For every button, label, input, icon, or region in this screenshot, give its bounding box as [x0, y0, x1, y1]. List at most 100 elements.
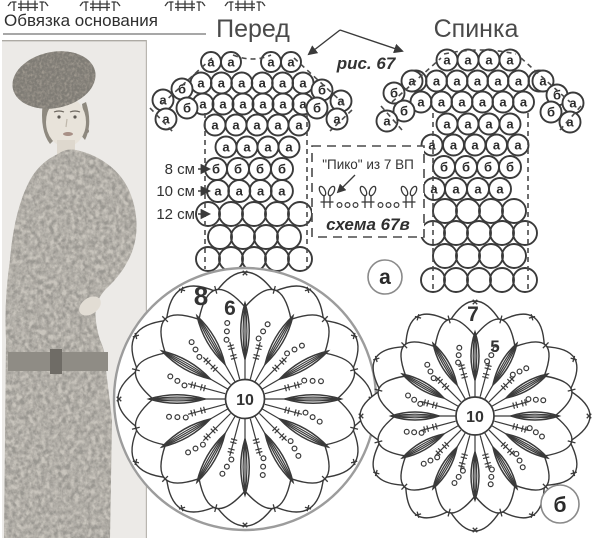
petal-inner-line	[505, 433, 549, 459]
chain-stitch	[513, 450, 520, 457]
scheme-cell-circle	[264, 246, 290, 272]
scheme-cell-circle	[501, 243, 527, 269]
scheme-cell-letter: а	[257, 184, 265, 199]
picot-loop	[327, 185, 336, 197]
figure-ref-arrows	[307, 29, 404, 56]
scheme-cell-circle	[489, 220, 515, 246]
chain-stitch	[403, 428, 410, 435]
dc-tick	[256, 450, 263, 454]
edging-glyph-stroke	[164, 1, 169, 7]
chain-stitch	[459, 467, 466, 474]
scheme-cell-letter: а	[239, 97, 247, 112]
dc-tick	[205, 433, 211, 439]
chain-stitch	[196, 353, 203, 360]
scheme-sleeve-letter: б	[313, 101, 321, 116]
motif-spoke	[420, 420, 456, 432]
motif-outer-scallop	[323, 427, 359, 479]
scheme-sleeve-circle	[154, 107, 178, 131]
chain-stitch	[219, 470, 226, 477]
figure-ref-label: рис. 67	[336, 54, 397, 73]
petal-inner-line	[401, 373, 445, 399]
edging-glyph-stroke	[44, 1, 49, 7]
scheme-cell-letter: а	[493, 138, 501, 153]
chain-stitch	[291, 346, 298, 353]
scheme-cell-letter: а	[496, 182, 504, 197]
petal-stem	[443, 424, 459, 435]
eyebrow-left	[53, 110, 65, 113]
petal-stem	[491, 424, 507, 435]
face	[46, 97, 86, 147]
motif-center-ring	[455, 396, 495, 436]
dc-tick	[210, 428, 216, 434]
petal-stem	[224, 364, 236, 383]
scheme-cell-letter: а	[520, 95, 528, 110]
sc-mark	[306, 286, 310, 294]
motif-outer-scallop	[131, 427, 167, 479]
dc-tick	[296, 381, 300, 388]
scheme-cell-letter: а	[287, 55, 295, 70]
chain-stitch	[405, 392, 412, 399]
dc-tick	[279, 359, 285, 365]
dc-tick	[484, 461, 491, 465]
petal-inner-line	[432, 446, 458, 490]
dc-tick	[520, 425, 524, 432]
scheme-cell-letter: а	[274, 118, 282, 133]
motif-spoke	[479, 361, 491, 397]
chain-stitch	[484, 358, 491, 365]
motif-spoke	[494, 420, 530, 432]
scheme-cell-circle	[512, 220, 538, 246]
dc-tick	[482, 372, 490, 376]
scheme-cell-letter: а	[285, 140, 293, 155]
scheme-cell-letter: а	[433, 74, 441, 89]
motif-spoke	[434, 375, 462, 403]
chain-stitch	[264, 321, 271, 328]
chain-stitch	[228, 456, 235, 463]
scheme-cell-letter: а	[515, 74, 523, 89]
scheme-sleeve-circle	[531, 69, 555, 93]
motif-b-tag-circle	[540, 484, 580, 524]
dc-tick	[509, 376, 515, 382]
petal-inner-line	[196, 315, 226, 365]
sc-mark	[401, 483, 408, 490]
motif-outer-scallop	[131, 319, 167, 371]
chain-stitch	[540, 397, 547, 404]
picot-loop	[318, 185, 327, 197]
petal-stem	[261, 408, 280, 420]
chain-stitch	[427, 457, 434, 464]
petal-inner-line	[505, 373, 549, 399]
dc-tick	[193, 382, 197, 389]
dc-tick	[203, 435, 209, 441]
motif-spoke	[420, 400, 456, 412]
chain-stitch	[301, 377, 308, 384]
scheme-cell-circle	[269, 179, 294, 203]
sc-mark	[358, 413, 364, 419]
dc-tick	[230, 353, 237, 357]
eye-right	[73, 115, 77, 119]
dc-tick	[252, 357, 260, 360]
petal-inner-line	[492, 446, 518, 490]
scheme-cell-circle	[478, 198, 504, 224]
scheme-cell-letter: а	[514, 138, 522, 153]
dc-tick	[482, 453, 489, 457]
dc-tick	[281, 435, 287, 441]
text-layer: Обвязка основания Перед Спинка рис. 67 "…	[4, 11, 580, 524]
dc-tick	[485, 465, 492, 468]
scheme-cell-letter: а	[278, 184, 286, 199]
dc-tick	[193, 409, 197, 416]
dc-tick	[461, 375, 468, 379]
chain-stitch	[223, 336, 230, 343]
dc-tick	[230, 441, 237, 445]
motif-right-inner-round-number: 5	[490, 337, 499, 356]
scheme-cell-letter: а	[506, 53, 514, 68]
dc-tick	[423, 399, 426, 406]
scheme-cell-letter: а	[417, 95, 425, 110]
dc-tick	[444, 441, 450, 447]
dc-tick	[256, 344, 263, 348]
sc-mark	[373, 357, 380, 361]
dc-tick	[509, 450, 515, 456]
dc-tick	[287, 407, 291, 414]
front-neckline	[232, 54, 272, 60]
chain-stitch	[181, 382, 188, 389]
petal-inner-line	[161, 350, 211, 380]
